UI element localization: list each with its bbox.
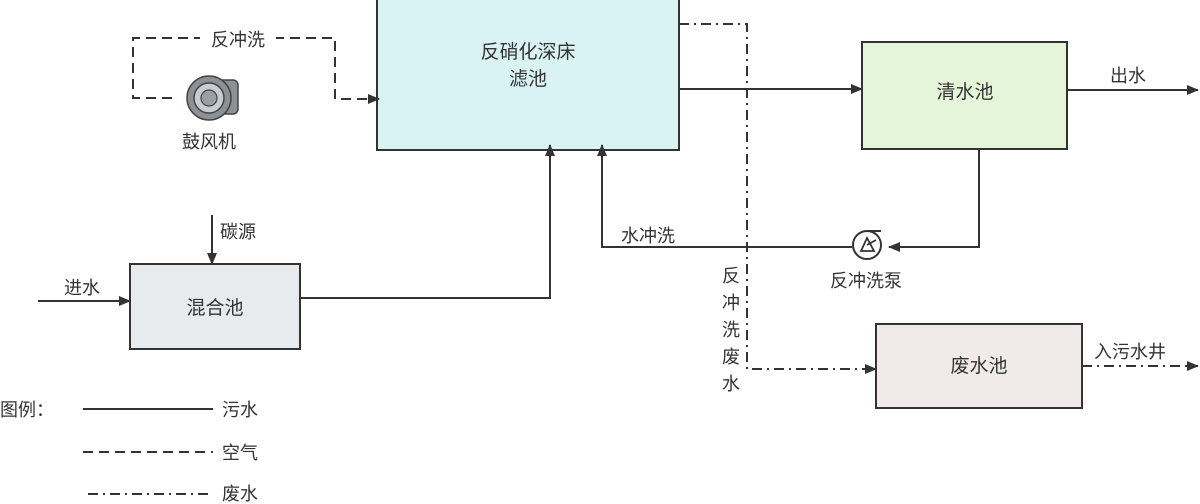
blower-label: 鼓风机 xyxy=(182,132,236,153)
to-sewer-well-label: 入污水井 xyxy=(1094,342,1166,363)
backwash-waste-char-2: 冲 xyxy=(722,293,740,314)
denitrification-filter-label-2: 滤池 xyxy=(509,68,547,90)
carbon-source-label: 碳源 xyxy=(220,222,256,243)
backwash-pump-label: 反冲洗泵 xyxy=(830,271,902,292)
clear-water-to-pump-line xyxy=(888,149,980,252)
backwash-pump-icon xyxy=(852,230,882,260)
inflow-label: 进水 xyxy=(64,278,100,299)
mixing-tank-label: 混合池 xyxy=(186,297,243,319)
legend-label-sewage: 污水 xyxy=(222,400,258,421)
backwash-waste-label: 反 冲 洗 废 水 xyxy=(722,266,740,395)
backwash-waste-line xyxy=(679,23,877,374)
outflow-label: 出水 xyxy=(1110,66,1146,87)
denitrification-filter-box xyxy=(376,0,680,151)
blower-icon xyxy=(186,75,239,121)
waste-water-tank-label: 废水池 xyxy=(950,355,1007,377)
clear-water-tank-label: 清水池 xyxy=(936,81,993,103)
backwash-waste-char-4: 废 xyxy=(722,347,740,368)
backwash-waste-char-5: 水 xyxy=(722,374,740,395)
legend-label-wastewater: 废水 xyxy=(222,484,258,504)
air-backwash-label: 反冲洗 xyxy=(211,30,265,51)
backwash-waste-char-1: 反 xyxy=(722,266,740,287)
legend-label-air: 空气 xyxy=(222,443,258,464)
legend: 图例： 污水 空气 废水 xyxy=(0,400,258,504)
water-backwash-label: 水冲洗 xyxy=(621,226,675,247)
backwash-waste-char-3: 洗 xyxy=(722,320,740,341)
clear-water-tank-box xyxy=(861,41,1068,150)
waste-water-tank-box xyxy=(875,323,1083,409)
mixing-tank-box xyxy=(129,263,301,350)
mixing-to-filter-line xyxy=(300,144,555,299)
water-backwash-line xyxy=(597,144,852,248)
legend-title: 图例： xyxy=(0,400,54,421)
denitrification-filter-label-1: 反硝化深床 xyxy=(480,41,575,63)
